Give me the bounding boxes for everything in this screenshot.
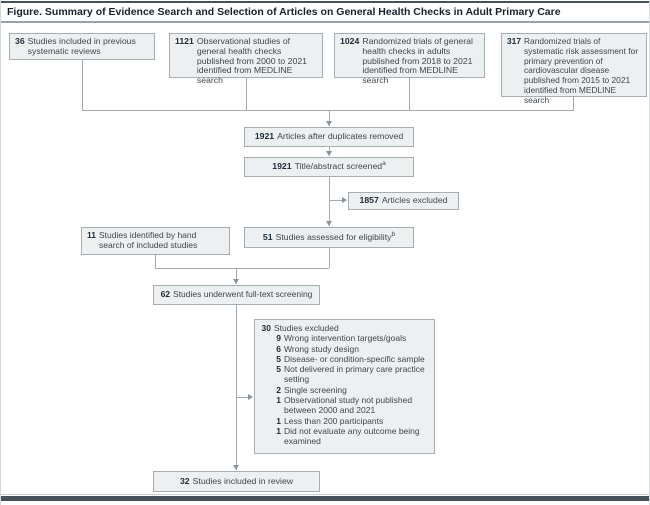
- box-full-text-screening: 62 Studies underwent full-text screening: [153, 285, 320, 305]
- connector-line: [329, 177, 330, 226]
- connector-line: [236, 305, 237, 470]
- box-label: Studies underwent full-text screening: [173, 289, 313, 300]
- connector-line: [82, 110, 574, 111]
- box-randomized-trials-risk-assessment: 317 Randomized trials of systematic risk…: [501, 33, 647, 105]
- arrowhead-down-icon: [233, 465, 239, 470]
- box-label: Studies included in previous systematic …: [27, 36, 136, 56]
- box-articles-excluded: 1857 Articles excluded: [348, 192, 459, 210]
- arrowhead-down-icon: [233, 279, 239, 284]
- connector-line: [329, 248, 330, 268]
- study-count: 36: [15, 36, 25, 46]
- arrowhead-right-icon: [248, 394, 253, 400]
- top-rule: [1, 1, 649, 3]
- title-underline-rule: [1, 21, 649, 23]
- box-assessed-for-eligibility: 51 Studies assessed for eligibilityb: [244, 227, 414, 248]
- box-label: Randomized trials of systematic risk ass…: [523, 36, 639, 105]
- box-label: Studies included in review: [192, 475, 294, 486]
- connector-line: [155, 255, 156, 268]
- connector-line: [246, 78, 247, 110]
- exclusion-reason: 6 Wrong study design: [276, 343, 359, 354]
- box-hand-search: 11 Studies identified by hand search of …: [81, 227, 230, 255]
- connector-line: [329, 110, 330, 126]
- bottom-light-rule: [1, 494, 649, 495]
- study-count: 317: [507, 36, 521, 46]
- connector-line: [82, 60, 83, 110]
- arrowhead-right-icon: [342, 197, 347, 203]
- connector-line: [329, 200, 343, 201]
- box-previous-systematic-reviews: 36 Studies included in previous systemat…: [9, 33, 155, 60]
- exclusion-reason: 2 Single screening: [276, 384, 347, 395]
- box-label: Studies identified by hand search of inc…: [99, 230, 198, 250]
- exclusion-reason: 1 Did not evaluate any outcome being exa…: [276, 425, 420, 447]
- box-title-abstract-screened: 1921 Title/abstract screeneda: [244, 157, 414, 177]
- arrowhead-down-icon: [326, 151, 332, 156]
- footnote-marker: b: [391, 230, 396, 238]
- box-label: Randomized trials of general health chec…: [362, 36, 473, 86]
- box-randomized-trials-health-checks: 1024 Randomized trials of general health…: [334, 33, 485, 86]
- box-label: Studies assessed for eligibilityb: [275, 230, 396, 242]
- connector-line: [573, 97, 574, 110]
- connector-line: [155, 268, 329, 269]
- box-label: Studies excluded: [274, 323, 339, 333]
- study-count: 11: [87, 230, 96, 240]
- article-count: 1857: [359, 195, 379, 206]
- arrowhead-down-icon: [326, 221, 332, 226]
- exclusion-reason: 5 Disease- or condition-specific sample: [276, 353, 425, 364]
- box-studies-excluded: 30 Studies excluded 9 Wrong intervention…: [254, 319, 435, 454]
- box-label: Title/abstract screeneda: [294, 160, 386, 172]
- box-label: Articles excluded: [381, 195, 448, 206]
- box-label: Observational studies of general health …: [196, 36, 307, 86]
- study-count: 32: [179, 475, 190, 486]
- exclusion-reason: 1 Less than 200 participants: [276, 415, 384, 426]
- arrowhead-down-icon: [326, 121, 332, 126]
- exclusion-reason: 1 Observational study not published betw…: [276, 395, 413, 416]
- study-count: 62: [160, 289, 171, 300]
- connector-line: [236, 268, 237, 284]
- study-count: 30: [261, 323, 271, 333]
- exclusion-reason: 9 Wrong intervention targets/goals: [276, 333, 407, 344]
- article-count: 1921: [254, 131, 275, 142]
- box-label: Articles after duplicates removed: [277, 131, 404, 142]
- exclusion-reason-list: 9 Wrong intervention targets/goals 6 Wro…: [273, 333, 429, 446]
- box-included-in-review: 32 Studies included in review: [153, 471, 320, 492]
- article-count: 1921: [272, 161, 292, 172]
- footnote-marker: a: [382, 160, 386, 168]
- figure-title: Figure. Summary of Evidence Search and S…: [7, 6, 561, 18]
- study-count: 1121: [175, 36, 194, 46]
- bottom-rule: [1, 496, 649, 501]
- excluded-header: 30 Studies excluded: [260, 323, 429, 333]
- connector-line: [409, 78, 410, 110]
- study-count: 51: [262, 231, 273, 242]
- box-after-duplicates-removed: 1921 Articles after duplicates removed: [244, 127, 414, 147]
- box-observational-studies: 1121 Observational studies of general he…: [169, 33, 323, 86]
- exclusion-reason: 5 Not delivered in primary care practice…: [276, 364, 425, 385]
- connector-line: [236, 397, 249, 398]
- study-count: 1024: [340, 36, 360, 46]
